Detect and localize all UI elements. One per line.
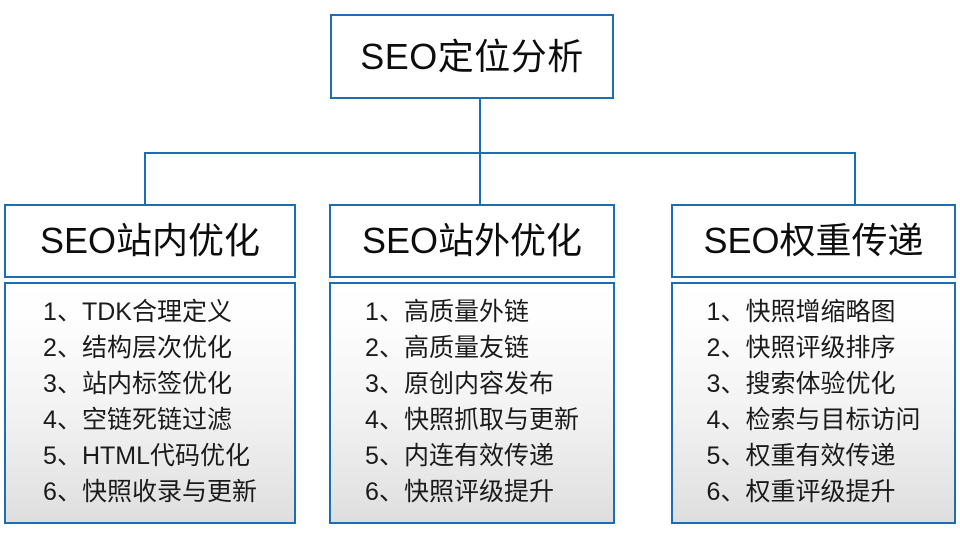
root-node-box: SEO定位分析	[330, 14, 614, 99]
list-item: 5、HTML代码优化	[43, 442, 251, 470]
branch-column-3: SEO权重传递 1、快照增缩略图 2、快照评级排序 3、搜索体验优化 4、检索与…	[671, 204, 956, 524]
list-item: 2、快照评级排序	[706, 334, 896, 362]
list-item: 6、权重评级提升	[706, 478, 896, 506]
connector-root-stem	[479, 99, 481, 154]
branch-list-box-1: 1、TDK合理定义 2、结构层次优化 3、站内标签优化 4、空链死链过滤 5、H…	[4, 282, 296, 524]
list-item: 1、TDK合理定义	[43, 298, 232, 326]
branch-header-label-2: SEO站外优化	[361, 220, 583, 261]
connector-drop-branch-1	[144, 152, 146, 206]
list-item: 3、原创内容发布	[365, 370, 554, 398]
branch-list-2: 1、高质量外链 2、高质量友链 3、原创内容发布 4、快照抓取与更新 5、内连有…	[365, 294, 579, 510]
list-item: 4、空链死链过滤	[43, 406, 232, 434]
list-item: 2、结构层次优化	[43, 334, 232, 362]
list-item: 6、快照收录与更新	[43, 478, 257, 506]
connector-drop-branch-2	[479, 152, 481, 206]
list-item: 3、搜索体验优化	[706, 370, 896, 398]
branch-list-3: 1、快照增缩略图 2、快照评级排序 3、搜索体验优化 4、检索与目标访问 5、权…	[707, 294, 921, 510]
branch-header-box-3: SEO权重传递	[671, 204, 956, 278]
list-item: 4、检索与目标访问	[706, 406, 921, 434]
branch-header-box-2: SEO站外优化	[329, 204, 615, 278]
branch-header-box-1: SEO站内优化	[4, 204, 296, 278]
branch-header-label-3: SEO权重传递	[703, 220, 924, 261]
list-item: 6、快照评级提升	[365, 478, 554, 506]
list-item: 1、快照增缩略图	[706, 298, 896, 326]
connector-drop-branch-3	[854, 152, 856, 206]
list-item: 1、高质量外链	[365, 298, 529, 326]
list-item: 3、站内标签优化	[43, 370, 232, 398]
list-item: 5、内连有效传递	[365, 442, 554, 470]
list-item: 4、快照抓取与更新	[365, 406, 579, 434]
branch-list-box-2: 1、高质量外链 2、高质量友链 3、原创内容发布 4、快照抓取与更新 5、内连有…	[329, 282, 615, 524]
branch-list-1: 1、TDK合理定义 2、结构层次优化 3、站内标签优化 4、空链死链过滤 5、H…	[43, 294, 257, 510]
branch-column-1: SEO站内优化 1、TDK合理定义 2、结构层次优化 3、站内标签优化 4、空链…	[4, 204, 296, 524]
list-item: 2、高质量友链	[365, 334, 529, 362]
branch-header-label-1: SEO站内优化	[39, 220, 261, 261]
list-item: 5、权重有效传递	[706, 442, 896, 470]
branch-list-box-3: 1、快照增缩略图 2、快照评级排序 3、搜索体验优化 4、检索与目标访问 5、权…	[671, 282, 956, 524]
branch-column-2: SEO站外优化 1、高质量外链 2、高质量友链 3、原创内容发布 4、快照抓取与…	[329, 204, 615, 524]
connector-horizontal-bus	[144, 152, 856, 154]
root-node-label: SEO定位分析	[360, 35, 584, 77]
